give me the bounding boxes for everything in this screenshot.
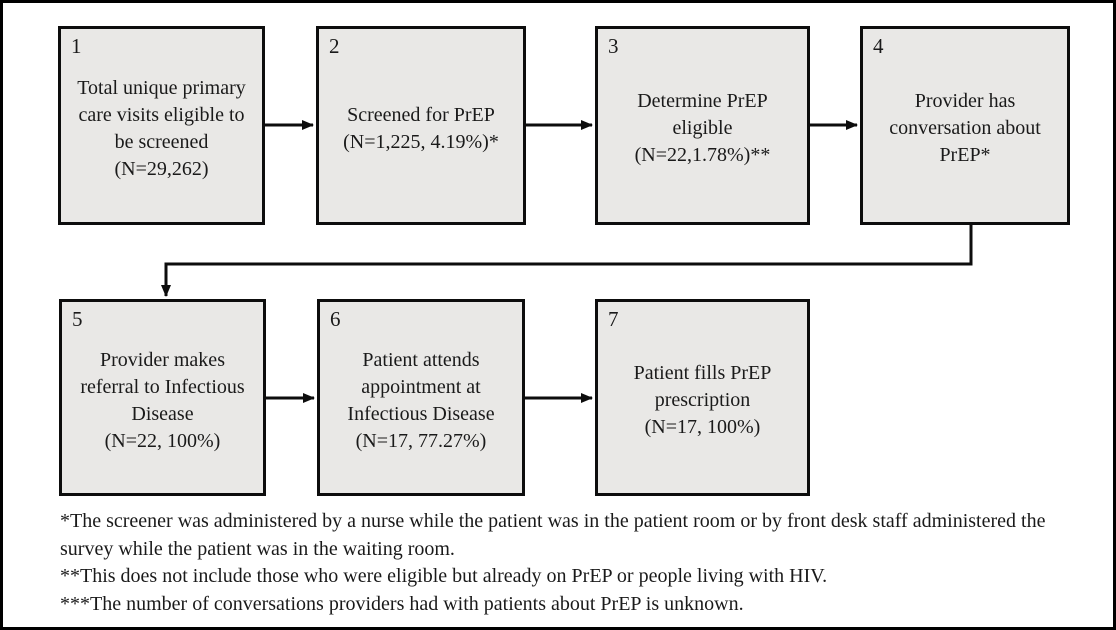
box-number: 1 bbox=[71, 34, 82, 58]
footnotes: *The screener was administered by a nurs… bbox=[60, 508, 1102, 618]
text-line: conversation about bbox=[889, 117, 1041, 139]
text-line: care visits eligible to bbox=[78, 103, 245, 126]
flow-box-1-eligible-visits: 1 Total unique primary care visits eligib… bbox=[58, 26, 265, 225]
text-line: Patient fills PrEP bbox=[633, 362, 772, 384]
text-line: referral to Infectious bbox=[80, 375, 245, 398]
text-line: Provider makes bbox=[100, 348, 225, 371]
text-line: Total unique primary bbox=[77, 76, 246, 99]
box-text: Determine PrEP eligible (N=22,1.78%)** bbox=[631, 88, 775, 169]
text-line: be screened bbox=[114, 130, 209, 153]
flow-box-6-attends-appointment: 6 Patient attends appointment at Infectiou… bbox=[317, 299, 525, 496]
box-number: 5 bbox=[72, 307, 83, 331]
box-text: Screened for PrEP (N=1,225, 4.19%)* bbox=[339, 102, 503, 156]
arrow-box4-to-box5-elbow bbox=[161, 225, 973, 297]
text-line: (N=29,262) bbox=[114, 157, 209, 180]
box-number: 2 bbox=[329, 34, 340, 58]
flow-box-2-screened: 2 Screened for PrEP (N=1,225, 4.19%)* bbox=[316, 26, 526, 225]
text-line: PrEP* bbox=[939, 144, 991, 166]
flow-box-7-fills-prescription: 7 Patient fills PrEP prescription (N=17, 1… bbox=[595, 299, 810, 496]
text-line: ***The number of conversations providers… bbox=[60, 592, 744, 615]
text-line: **This does not include those who were e… bbox=[60, 565, 828, 587]
text-line: (N=22,1.78%)** bbox=[634, 144, 771, 166]
box-number: 7 bbox=[608, 307, 619, 331]
box-text: Patient fills PrEP prescription (N=17, 100… bbox=[630, 360, 776, 441]
box-number: 4 bbox=[873, 34, 884, 58]
text-line: Screened for PrEP bbox=[347, 103, 495, 126]
text-line: *The screener was administered by a nurs… bbox=[60, 510, 1046, 560]
flow-box-3-prep-eligible: 3 Determine PrEP eligible (N=22,1.78%)** bbox=[595, 26, 810, 225]
text-line: Infectious Disease bbox=[347, 402, 495, 425]
text-line: Determine PrEP bbox=[637, 90, 768, 112]
text-line: (N=17, 77.27%) bbox=[355, 429, 487, 452]
text-line: appointment at bbox=[361, 375, 481, 398]
text-line: prescription bbox=[654, 389, 751, 411]
box-text: Patient attends appointment at Infectious … bbox=[343, 347, 498, 455]
text-line: (N=17, 100%) bbox=[644, 416, 761, 438]
text-line: Disease bbox=[131, 402, 194, 425]
box-number: 6 bbox=[330, 307, 341, 331]
text-line: (N=1,225, 4.19%)* bbox=[343, 130, 499, 153]
text-line: Provider has bbox=[914, 90, 1016, 112]
text-line: (N=22, 100%) bbox=[104, 429, 221, 452]
text-line: eligible bbox=[672, 117, 733, 139]
box-text: Total unique primary care visits eligible… bbox=[73, 75, 250, 183]
box-number: 3 bbox=[608, 34, 619, 58]
text-line: Patient attends bbox=[362, 348, 480, 371]
